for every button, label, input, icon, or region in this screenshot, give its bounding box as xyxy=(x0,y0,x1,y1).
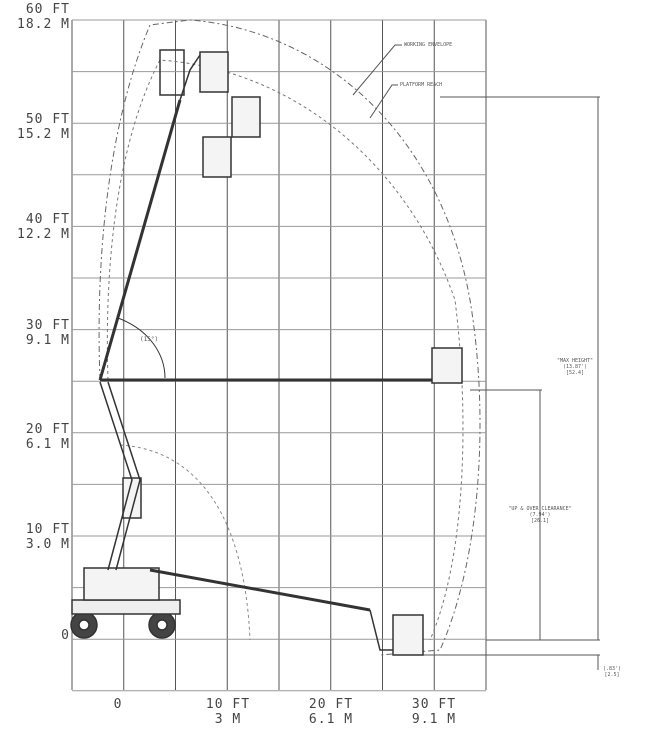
x-label-m: 3 M xyxy=(214,712,242,727)
platform-stowed xyxy=(392,614,424,656)
angle-label: (15°) xyxy=(140,336,159,343)
y-label-ft: 50 FT xyxy=(25,112,70,127)
platform-reach-leader xyxy=(369,84,398,119)
main-boom-raised xyxy=(98,99,182,381)
x-axis-label: 0 xyxy=(83,697,153,712)
up-over-m: [26.1] xyxy=(530,518,550,524)
x-label-ft: 30 FT xyxy=(411,697,457,712)
below-grade-label: (.83') [2.5] xyxy=(603,666,621,678)
y-label-m: 6.1 M xyxy=(25,437,70,452)
platform-top-3 xyxy=(202,136,232,178)
below-m: [2.5] xyxy=(604,672,620,678)
y-label-ft: 40 FT xyxy=(25,212,70,227)
platform-horizontal xyxy=(431,347,463,384)
working-envelope-curve xyxy=(98,19,481,656)
y-label-ft: 60 FT xyxy=(25,2,70,17)
platform-reach-curve xyxy=(106,59,464,641)
y-label-m: 12.2 M xyxy=(17,227,70,242)
up-over-ft: (7.94') xyxy=(529,512,551,518)
x-label-m: 6.1 M xyxy=(308,712,354,727)
lower-boom xyxy=(99,381,133,571)
max-height-m: [52.4] xyxy=(565,370,585,376)
platform-top-2 xyxy=(231,96,261,138)
y-label-ft: 0 xyxy=(61,628,70,643)
max-height-label: "MAX HEIGHT" (13.87') [52.4] xyxy=(552,358,598,376)
max-height-title: "MAX HEIGHT" xyxy=(556,358,594,364)
chassis xyxy=(71,599,181,615)
up-over-title: "UP & OVER CLEARANCE" xyxy=(508,506,572,512)
y-label-ft: 10 FT xyxy=(25,522,70,537)
turntable xyxy=(83,567,160,601)
up-over-label: "UP & OVER CLEARANCE" (7.94') [26.1] xyxy=(500,506,580,524)
platform-top-1 xyxy=(199,51,229,93)
y-label-m: 9.1 M xyxy=(25,333,70,348)
angle-arc xyxy=(117,317,166,379)
y-label-m: 18.2 M xyxy=(17,17,70,32)
x-label-m: 9.1 M xyxy=(411,712,457,727)
y-label-m: 15.2 M xyxy=(17,127,70,142)
max-height-ft: (13.87') xyxy=(562,364,588,370)
working-envelope-leader xyxy=(352,44,402,96)
y-label-ft: 20 FT xyxy=(25,422,70,437)
x-label-ft: 10 FT xyxy=(205,697,251,712)
below-ft: (.83') xyxy=(603,666,622,672)
y-axis-label: 0 xyxy=(14,628,70,643)
x-label-ft: 20 FT xyxy=(308,697,354,712)
main-boom-stowed xyxy=(149,568,371,612)
boom-lift xyxy=(70,49,463,656)
y-label-m: 3.0 M xyxy=(25,537,70,552)
y-label-ft: 30 FT xyxy=(25,318,70,333)
working-envelope-label: WORKING ENVELOPE xyxy=(404,42,453,48)
x-label-ft: 0 xyxy=(113,697,123,712)
dimension-lines xyxy=(420,96,600,670)
platform-reach-label: PLATFORM REACH xyxy=(400,82,443,88)
